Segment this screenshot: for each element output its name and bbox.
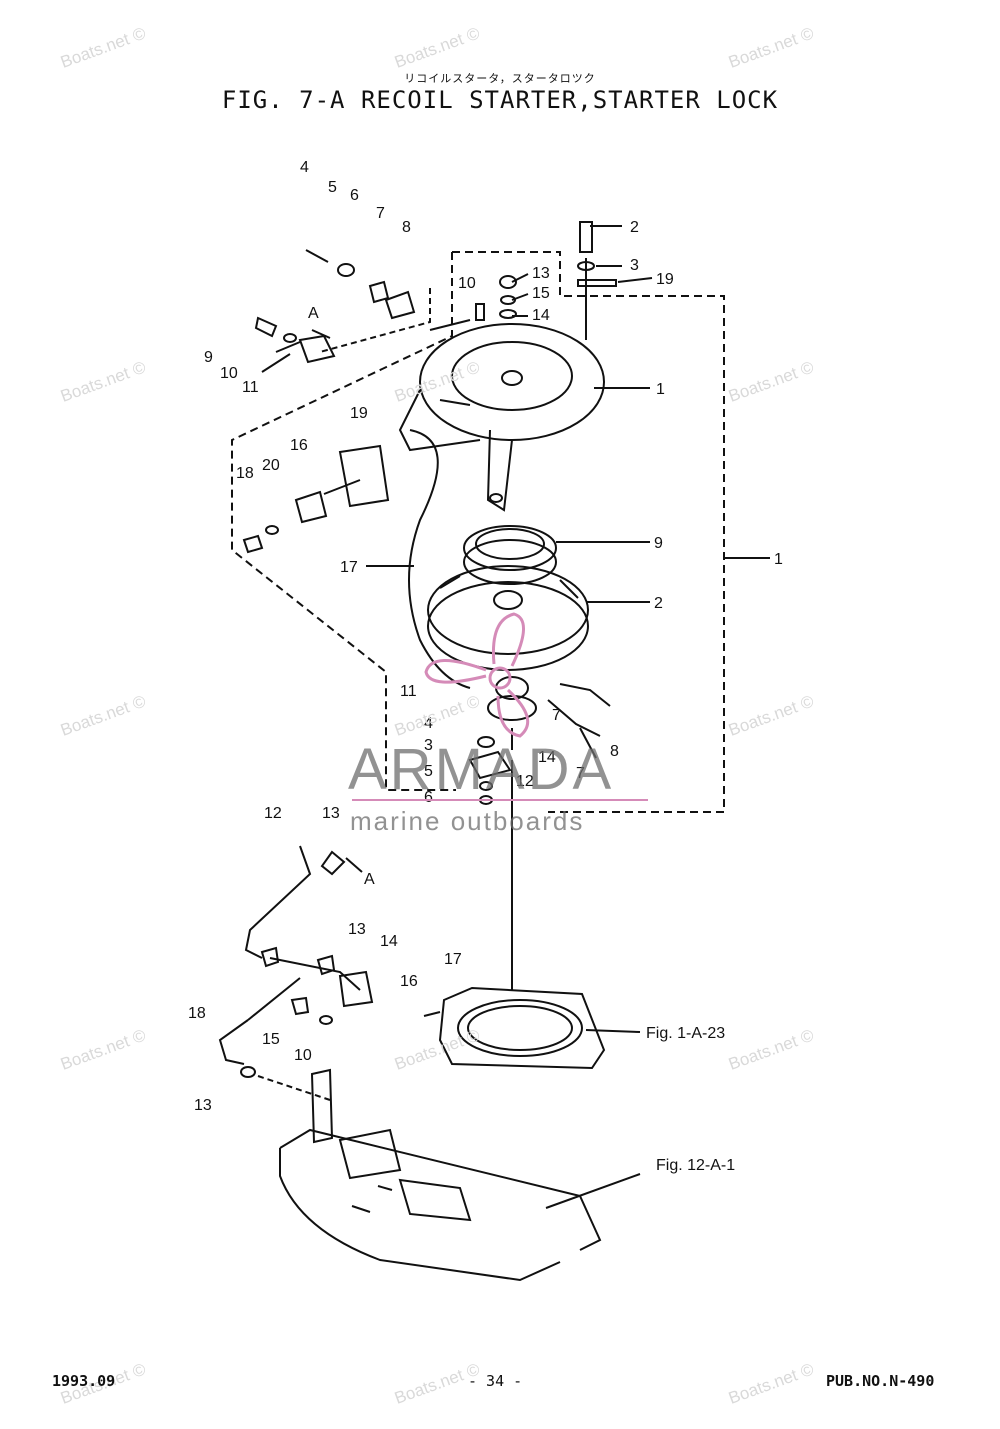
rod-to-cowling-line <box>257 1075 331 1101</box>
part-label: 5 <box>328 179 337 196</box>
spiral-spring-part <box>463 525 557 585</box>
leader-lines-stack <box>511 273 529 317</box>
part-label: 12 <box>264 805 282 822</box>
link-marker: A <box>308 305 319 322</box>
part-label: 20 <box>262 457 280 474</box>
part-label: 14 <box>538 749 556 766</box>
leader-fig-12 <box>545 1173 641 1209</box>
marker-arrow-a <box>345 857 363 873</box>
brand-propeller-icon <box>352 612 648 801</box>
japanese-title: リコイルスタータ，スタータロツク <box>404 72 596 85</box>
footer-publication-number: PUB.NO.N-490 <box>826 1372 935 1390</box>
part-label: 9 <box>204 349 213 366</box>
cross-reference-label: Fig. 12-A-1 <box>656 1157 735 1174</box>
part-label: 3 <box>424 737 433 754</box>
part-label: 7 <box>576 765 585 782</box>
part-label: 7 <box>376 205 385 222</box>
starter-lock-part <box>242 444 390 554</box>
part-label: 15 <box>532 285 550 302</box>
part-label: 18 <box>236 465 254 482</box>
part-label: 12 <box>516 773 534 790</box>
part-label: 6 <box>350 187 359 204</box>
part-label: 18 <box>188 1005 206 1022</box>
part-label: 13 <box>194 1097 212 1114</box>
part-label: 11 <box>400 683 417 700</box>
part-label: 11 <box>242 379 259 396</box>
link-line-a <box>319 288 431 353</box>
part-label: 8 <box>610 743 619 760</box>
part-label: 10 <box>220 365 238 382</box>
link-marker: A <box>364 871 375 888</box>
part-label: 10 <box>458 275 476 292</box>
brand-watermark-sub: marine outboards <box>350 806 585 836</box>
part-label: 10 <box>294 1047 312 1064</box>
part-number-labels: 4 5 6 7 8 2 3 19 10 13 15 14 9 10 11 1 1… <box>188 159 783 1174</box>
top-bolt-part <box>577 221 617 287</box>
leader-lines-right <box>556 387 650 603</box>
leader-fig-1 <box>585 1029 641 1033</box>
part-label: 16 <box>400 973 418 990</box>
part-label: 9 <box>654 535 663 552</box>
part-label: 2 <box>654 595 663 612</box>
part-label: 15 <box>262 1031 280 1048</box>
part-label: 7 <box>552 707 561 724</box>
part-label: 19 <box>656 271 674 288</box>
part-label: 13 <box>348 921 366 938</box>
part-label: 8 <box>402 219 411 236</box>
starter-adapter-part <box>423 986 606 1070</box>
part-label: 14 <box>532 307 550 324</box>
group-outline-left <box>231 252 456 791</box>
lock-lever-assembly-part <box>254 249 416 364</box>
leader-lines-left <box>261 341 301 373</box>
group-outline-right <box>452 251 725 813</box>
part-label: 3 <box>630 257 639 274</box>
cross-reference-label: Fig. 1-A-23 <box>646 1025 725 1042</box>
part-label: 1 <box>656 381 665 398</box>
nut-washer-stack-part <box>475 275 517 321</box>
part-label: 5 <box>424 763 433 780</box>
footer-date: 1993.09 <box>52 1372 116 1390</box>
part-label: 4 <box>300 159 309 176</box>
bottom-cowling-part <box>279 1068 602 1282</box>
lock-rod-assembly-part <box>218 845 374 1078</box>
footer-page-number: - 34 - <box>468 1372 523 1390</box>
part-label: 17 <box>444 951 462 968</box>
part-label: 4 <box>424 715 433 732</box>
part-label: 17 <box>340 559 358 576</box>
marker-arrow-a-top <box>311 329 331 339</box>
part-label: 13 <box>322 805 340 822</box>
leader-lines-top <box>590 225 653 283</box>
part-label: 19 <box>350 405 368 422</box>
brand-watermark: ARMADA <box>348 737 615 802</box>
part-label: 2 <box>630 219 639 236</box>
part-label: 13 <box>532 265 550 282</box>
starter-case-part <box>398 319 605 512</box>
part-label: 14 <box>380 933 398 950</box>
part-label: 6 <box>424 789 433 806</box>
figure-title: FIG. 7-A RECOIL STARTER,STARTER LOCK <box>221 86 779 114</box>
part-label: 1 <box>774 551 783 568</box>
part-label: 16 <box>290 437 308 454</box>
